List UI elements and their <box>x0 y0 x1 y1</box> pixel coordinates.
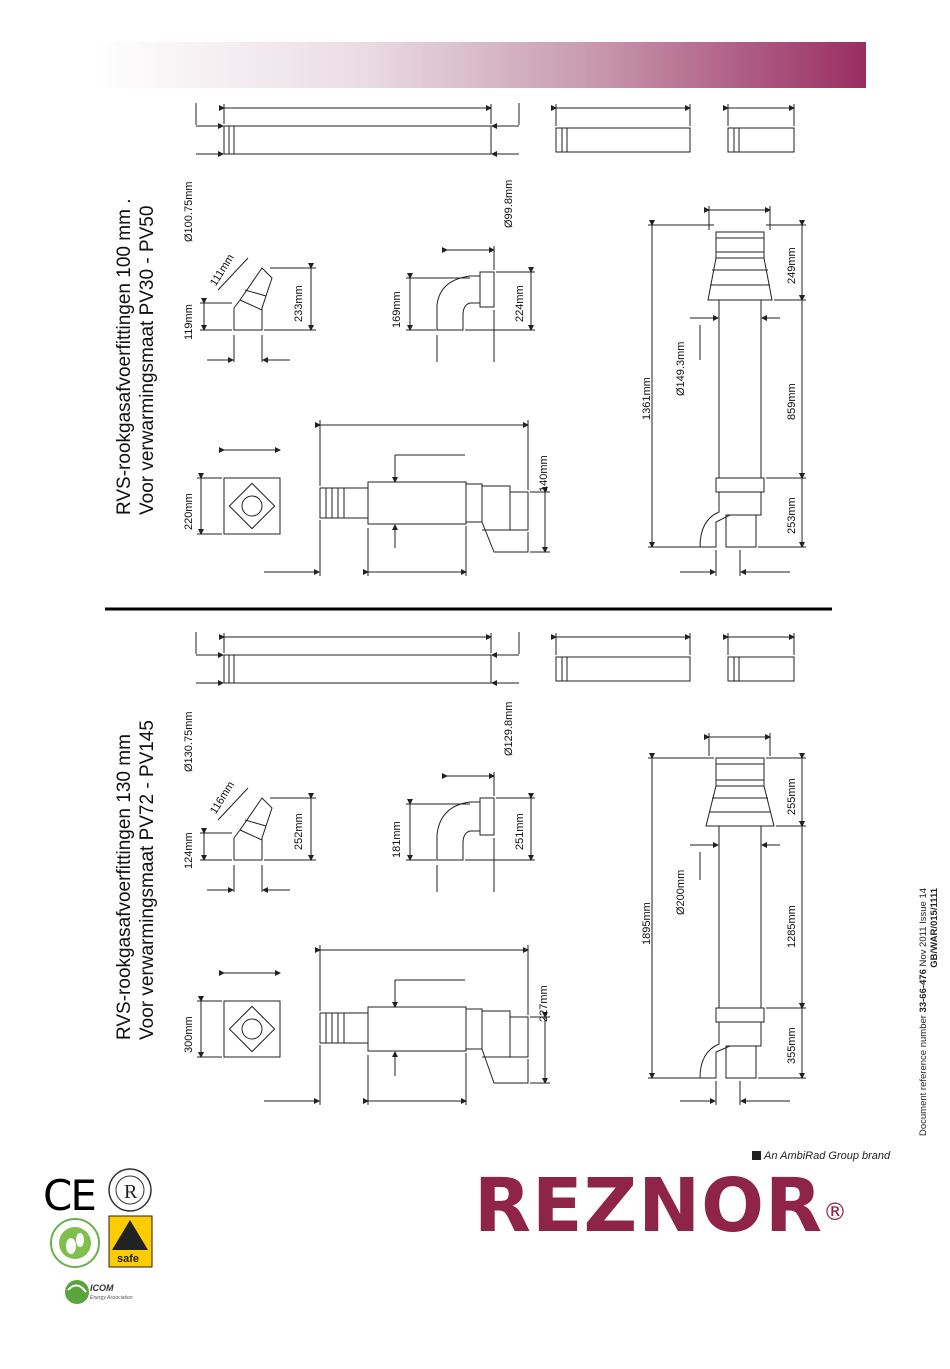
section-130-title: RVS-rookgasafvoerfittingen 130 mm Voor v… <box>113 720 159 1040</box>
dim-bend45-width-130: 252mm <box>293 813 305 850</box>
dim-pipe-inner-130: Ø129.8mm <box>503 701 515 756</box>
dim-wall-terminal-100: 140mm <box>538 455 550 492</box>
dim-bend45-height-130: 124mm <box>183 832 195 869</box>
ambirad-mark-icon <box>752 1151 761 1160</box>
straight-pipe-long <box>195 103 520 157</box>
wall-plate-100 <box>197 447 281 535</box>
dim-plate-size-100: 220mm <box>183 493 195 530</box>
straight-pipe-medium-130 <box>551 633 691 682</box>
dim-roof-diameter-130: Ø200mm <box>675 869 687 915</box>
registered-mark: ® <box>823 1198 849 1226</box>
dim-bend45-width-100: 233mm <box>293 285 305 322</box>
brand-tagline-text: An AmbiRad Group brand <box>764 1150 891 1162</box>
bend-90-130 <box>406 772 535 892</box>
dim-bend45-height-100: 119mm <box>183 304 195 340</box>
section-100-title: RVS-rookgasafvoerfittingen 100 mm . Voor… <box>113 199 159 515</box>
bend-45-100 <box>200 257 316 363</box>
svg-text:R: R <box>124 1181 138 1203</box>
svg-text:safe: safe <box>117 1253 139 1265</box>
dim-pipe-outer-100: Ø100.75mm <box>183 181 195 242</box>
document-reference: Document reference number 33-66-476 Nov … <box>918 888 940 1136</box>
dim-roof-bottom-130: 355mm <box>786 1027 798 1064</box>
dim-roof-mid-130: 1285mm <box>786 905 798 948</box>
bend-90-100 <box>406 246 535 362</box>
dim-roof-diameter-100: Ø149.3mm <box>675 341 687 396</box>
dim-roof-bottom-100: 253mm <box>786 497 798 534</box>
dim-pipe-outer-130: Ø130.75mm <box>183 711 195 772</box>
gas-safe-icon: safe <box>108 1215 153 1268</box>
wall-terminal-100 <box>264 420 550 576</box>
dim-bend90-height-100: 169mm <box>391 291 403 328</box>
dim-roof-total-130: 1895mm <box>641 902 653 945</box>
icom-label: ICOM <box>90 1283 114 1293</box>
anniversary-badge-icon <box>50 1218 100 1268</box>
roof-terminal-130 <box>648 733 806 1105</box>
dim-bend90-width-100: 224mm <box>514 285 526 322</box>
dim-wall-terminal-130: 227mm <box>538 985 550 1022</box>
section-130-title-line1: RVS-rookgasafvoerfittingen 130 mm <box>114 734 135 1040</box>
dim-bend90-height-130: 181mm <box>391 821 403 858</box>
section-100-title-line1: RVS-rookgasafvoerfittingen 100 mm . <box>114 198 135 515</box>
section-130-title-line2: Voor verwarmingsmaat PV72 - PV145 <box>137 720 158 1040</box>
doc-ref-number: 33-66-476 <box>918 969 929 1013</box>
reznor-logo: REZNOR® <box>474 1166 848 1246</box>
wall-terminal-130 <box>264 945 550 1105</box>
roof-terminal-100 <box>648 206 806 576</box>
bend-45-130 <box>200 787 316 893</box>
dim-roof-top-130: 255mm <box>786 778 798 815</box>
doc-ref-code: GB/WAR/015/1111 <box>929 887 940 968</box>
ul-certification-icon: R <box>108 1168 152 1212</box>
dim-roof-top-100: 249mm <box>786 247 798 284</box>
reznor-logo-text: REZNOR <box>474 1163 824 1249</box>
dim-roof-total-100: 1361mm <box>641 377 653 420</box>
straight-pipe-short-130 <box>723 633 795 682</box>
doc-ref-suffix: Nov 2011 Issue 14 <box>918 887 929 970</box>
straight-pipe-medium <box>551 104 691 153</box>
straight-pipe-short <box>723 104 795 153</box>
dim-pipe-inner-100: Ø99.8mm <box>503 179 515 228</box>
brand-tagline: An AmbiRad Group brand <box>752 1150 890 1162</box>
straight-pipe-long-130 <box>195 632 520 686</box>
dim-plate-size-130: 300mm <box>183 1016 195 1053</box>
section-100-title-line2: Voor verwarmingsmaat PV30 - PV50 <box>137 205 158 515</box>
icom-sublabel: Energy Association <box>90 1295 133 1301</box>
doc-ref-prefix: Document reference number <box>918 1012 929 1136</box>
ce-mark: CE <box>43 1171 97 1220</box>
wall-plate-130 <box>197 970 281 1058</box>
dim-bend90-width-130: 251mm <box>514 813 526 850</box>
icom-logo-icon <box>65 1280 89 1304</box>
header-gradient-bar <box>95 42 866 88</box>
dim-roof-mid-100: 859mm <box>786 383 798 420</box>
